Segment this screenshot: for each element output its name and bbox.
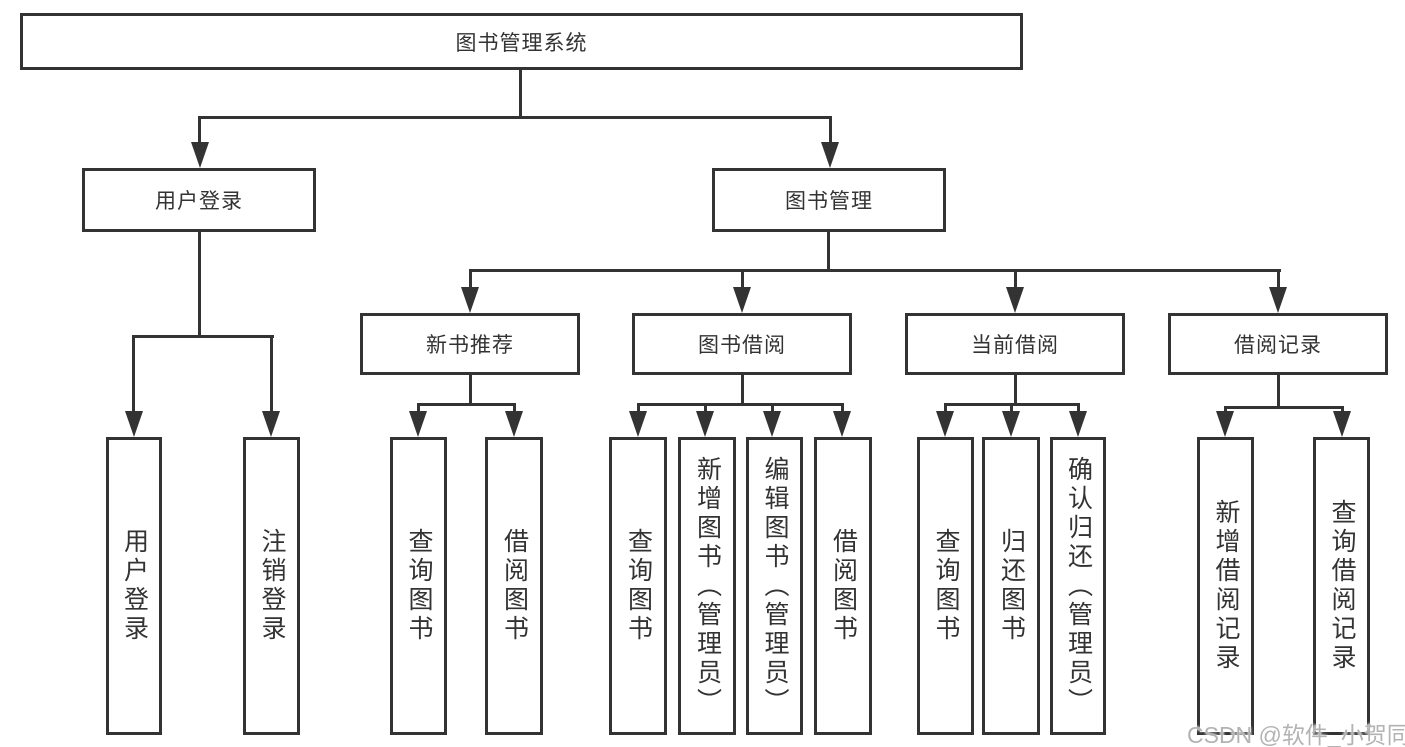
connector-line xyxy=(741,269,744,294)
node-new-book-recommend-label: 新书推荐 xyxy=(426,334,514,357)
connector-line xyxy=(417,403,516,406)
leaf-query-books-recommend: 查询图书 xyxy=(390,437,447,735)
leaf-add-books-admin: 新增图书（管理员） xyxy=(678,437,736,735)
node-book-borrow: 图书借阅 xyxy=(632,313,852,375)
leaf-confirm-return-admin-label: 确认归还（管理员） xyxy=(1064,455,1093,717)
leaf-return-books: 归还图书 xyxy=(982,437,1040,735)
connector-line xyxy=(827,232,830,272)
connector-line xyxy=(132,335,135,415)
leaf-borrow-books-recommend: 借阅图书 xyxy=(485,437,543,735)
connector-line xyxy=(637,403,844,406)
connector-line xyxy=(944,403,947,415)
connector-line xyxy=(1277,375,1280,409)
connector-line xyxy=(1224,406,1344,409)
connector-line xyxy=(469,375,472,406)
node-book-management: 图书管理 xyxy=(712,168,946,232)
connector-line xyxy=(519,70,522,118)
arrow-down-icon xyxy=(821,142,839,168)
connector-line xyxy=(1077,403,1080,415)
leaf-edit-books-admin: 编辑图书（管理员） xyxy=(746,437,803,735)
leaf-logout: 注销登录 xyxy=(243,437,300,735)
leaf-query-books-current: 查询图书 xyxy=(917,437,974,735)
connector-line xyxy=(1014,269,1017,294)
leaf-query-borrow-record-label: 查询借阅记录 xyxy=(1328,499,1356,673)
arrow-down-icon xyxy=(1002,411,1020,437)
connector-line xyxy=(841,403,844,415)
leaf-add-borrow-record: 新增借阅记录 xyxy=(1197,437,1254,735)
node-book-management-label: 图书管理 xyxy=(785,190,873,213)
arrow-down-icon xyxy=(505,411,523,437)
arrow-down-icon xyxy=(696,411,714,437)
arrow-down-icon xyxy=(936,411,954,437)
connector-line xyxy=(198,116,201,146)
leaf-borrow-books: 借阅图书 xyxy=(814,437,872,735)
node-borrow-records: 借阅记录 xyxy=(1168,313,1388,375)
leaf-logout-label: 注销登录 xyxy=(258,528,286,644)
connector-line xyxy=(1010,403,1013,415)
arrow-down-icon xyxy=(461,287,479,313)
leaf-return-books-label: 归还图书 xyxy=(997,528,1026,644)
leaf-edit-books-admin-label: 编辑图书（管理员） xyxy=(761,455,789,717)
connector-line xyxy=(829,116,832,146)
arrow-down-icon xyxy=(763,411,781,437)
connector-line xyxy=(270,335,273,415)
connector-line xyxy=(704,403,707,415)
connector-line xyxy=(132,335,274,338)
leaf-query-books-recommend-label: 查询图书 xyxy=(405,528,433,644)
connector-line xyxy=(741,375,744,406)
leaf-borrow-books-label: 借阅图书 xyxy=(829,528,858,644)
leaf-add-borrow-record-label: 新增借阅记录 xyxy=(1212,499,1240,673)
connector-line xyxy=(1014,375,1017,406)
leaf-borrow-books-recommend-label: 借阅图书 xyxy=(500,528,529,644)
connector-line xyxy=(1341,406,1344,415)
node-user-login: 用户登录 xyxy=(82,168,316,232)
connector-line xyxy=(1224,406,1227,415)
leaf-user-login-label: 用户登录 xyxy=(120,528,149,644)
node-current-borrow: 当前借阅 xyxy=(905,313,1125,375)
arrow-down-icon xyxy=(833,411,851,437)
arrow-down-icon xyxy=(1269,287,1287,313)
leaf-query-books-borrow-label: 查询图书 xyxy=(624,528,653,644)
arrow-down-icon xyxy=(1069,411,1087,437)
node-borrow-records-label: 借阅记录 xyxy=(1234,334,1322,357)
arrow-down-icon xyxy=(1216,411,1234,437)
arrow-down-icon xyxy=(262,411,280,437)
connector-line xyxy=(198,116,832,119)
arrow-down-icon xyxy=(125,411,143,437)
connector-line xyxy=(469,269,1281,272)
leaf-query-books-current-label: 查询图书 xyxy=(932,528,960,644)
connector-line xyxy=(1277,269,1280,294)
node-new-book-recommend: 新书推荐 xyxy=(360,313,580,375)
node-user-login-label: 用户登录 xyxy=(155,190,243,213)
connector-line xyxy=(771,403,774,415)
node-root: 图书管理系统 xyxy=(20,13,1023,70)
node-book-borrow-label: 图书借阅 xyxy=(698,334,786,357)
arrow-down-icon xyxy=(629,411,647,437)
watermark: CSDN @软件_小贺同学 xyxy=(1187,722,1405,747)
connector-line xyxy=(513,403,516,415)
arrow-down-icon xyxy=(191,142,209,168)
leaf-confirm-return-admin: 确认归还（管理员） xyxy=(1050,437,1106,735)
arrow-down-icon xyxy=(1333,411,1351,437)
node-root-label: 图书管理系统 xyxy=(455,31,588,55)
arrow-down-icon xyxy=(733,287,751,313)
node-current-borrow-label: 当前借阅 xyxy=(971,334,1059,357)
connector-line xyxy=(469,269,472,294)
leaf-user-login: 用户登录 xyxy=(106,437,162,735)
leaf-add-books-admin-label: 新增图书（管理员） xyxy=(693,455,722,717)
leaf-query-borrow-record: 查询借阅记录 xyxy=(1313,437,1370,735)
connector-line xyxy=(637,403,640,415)
leaf-query-books-borrow: 查询图书 xyxy=(609,437,667,735)
arrow-down-icon xyxy=(409,411,427,437)
connector-line xyxy=(198,232,201,338)
arrow-down-icon xyxy=(1006,287,1024,313)
connector-line xyxy=(417,403,420,415)
